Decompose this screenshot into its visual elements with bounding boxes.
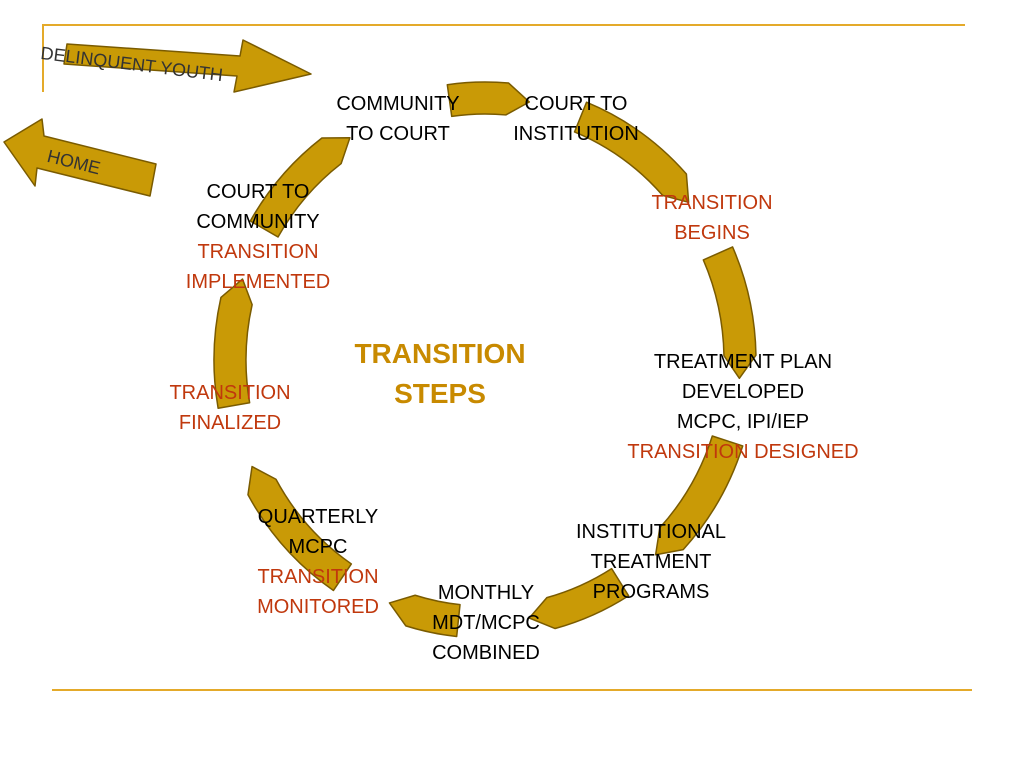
cycle-arcs	[213, 81, 757, 638]
step-transition-finalized: TRANSITION FINALIZED	[140, 378, 320, 438]
step-institutional-treatment: INSTITUTIONAL TREATMENT PROGRAMS	[546, 517, 756, 607]
step-line: MDT/MCPC	[432, 612, 540, 634]
step-quarterly: QUARTERLY MCPC TRANSITION MONITORED	[220, 502, 416, 622]
step-line: TRANSITION DESIGNED	[627, 441, 859, 463]
home-arrow[interactable]	[3, 118, 157, 197]
step-line: TREATMENT	[590, 551, 712, 573]
step-line: TRANSITION	[197, 241, 319, 263]
step-line: FINALIZED	[178, 412, 282, 434]
step-court-to-institution: COURT TO INSTITUTION	[486, 89, 666, 149]
step-community-to-court: COMMUNITY TO COURT	[310, 89, 486, 149]
step-line: INSTITUTIONAL	[575, 521, 726, 543]
cycle-arc-segment-3	[702, 246, 757, 380]
cycle-arc-segment-7	[247, 465, 353, 592]
step-monthly: MONTHLY MDT/MCPC COMBINED	[406, 578, 566, 668]
step-line: PROGRAMS	[592, 581, 710, 603]
step-line: TRANSITION	[169, 382, 291, 404]
center-title: TRANSITION STEPS	[300, 334, 580, 414]
step-line: COMMUNITY	[196, 211, 320, 233]
step-line: MONITORED	[257, 596, 379, 618]
step-line: TRANSITION	[651, 192, 773, 214]
cycle-arc-segment-5	[528, 567, 630, 630]
step-line: MONTHLY	[437, 582, 535, 604]
step-line: TO COURT	[346, 123, 450, 145]
cycle-arc-segment-1	[446, 81, 531, 118]
cycle-arc-segment-4	[654, 435, 744, 556]
step-transition-begins: TRANSITION BEGINS	[612, 188, 812, 248]
step-line: MCPC, IPI/IEP	[676, 411, 810, 433]
step-line: INSTITUTION	[513, 123, 639, 145]
step-court-to-community: COURT TO COMMUNITY TRANSITION IMPLEMENTE…	[152, 177, 364, 297]
center-title-line1: TRANSITION	[354, 338, 526, 369]
cycle-arc-segment-8	[213, 278, 253, 410]
cycle-arc-segment-2	[573, 101, 690, 204]
step-line: QUARTERLY	[257, 506, 379, 528]
step-line: TREATMENT PLAN	[653, 351, 833, 373]
cycle-arc-segment-9	[249, 137, 351, 238]
step-treatment-plan: TREATMENT PLAN DEVELOPED MCPC, IPI/IEP T…	[590, 347, 896, 467]
step-line: COMBINED	[432, 642, 540, 664]
step-line: MCPC	[288, 536, 348, 558]
step-line: IMPLEMENTED	[185, 271, 331, 293]
step-line: TRANSITION	[257, 566, 379, 588]
step-line: DEVELOPED	[681, 381, 805, 403]
step-line: BEGINS	[674, 222, 750, 244]
cycle-arc-segment-6	[388, 594, 461, 638]
step-line: COMMUNITY	[336, 93, 460, 115]
step-line: COURT TO	[206, 181, 310, 203]
center-title-line2: STEPS	[394, 378, 486, 409]
delinquent-youth-arrow[interactable]	[63, 39, 312, 93]
step-line: COURT TO	[524, 93, 628, 115]
